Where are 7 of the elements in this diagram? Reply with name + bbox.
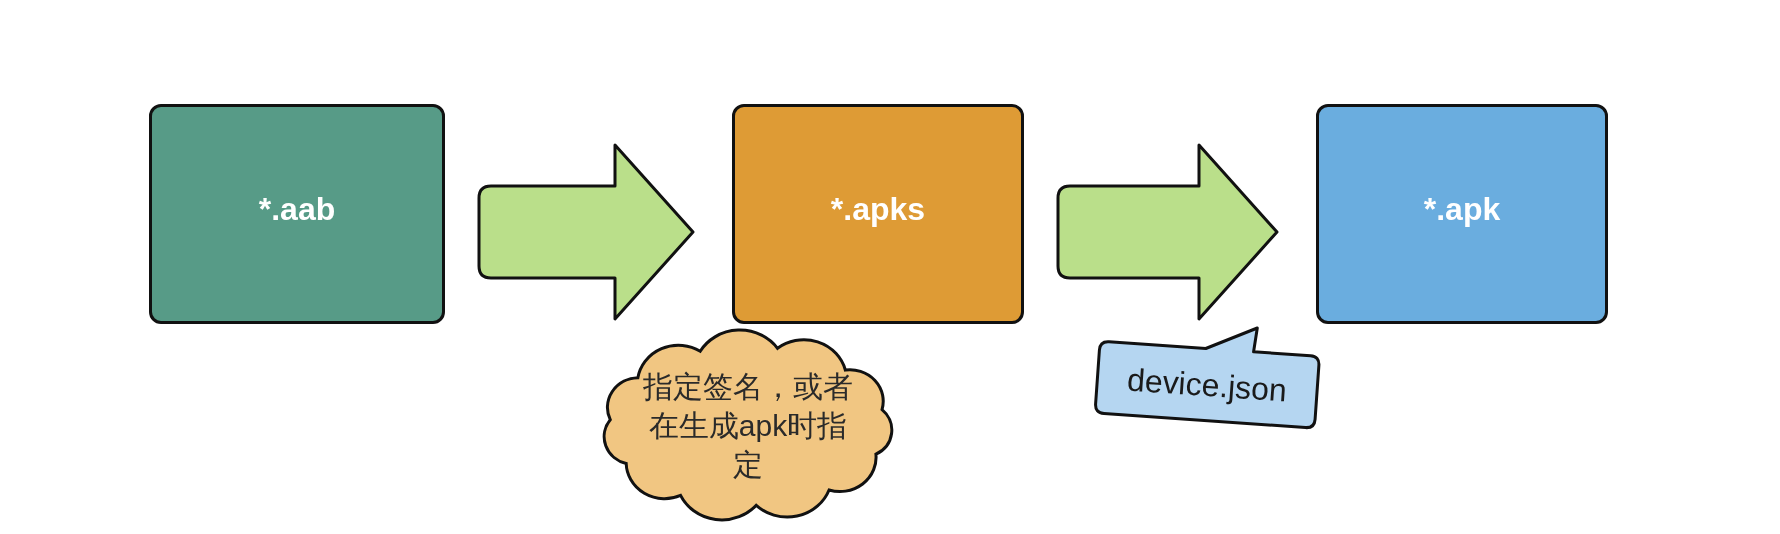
block-arrow [477,143,695,321]
file-box: *.aab [149,104,445,324]
speech-bubble: device.json [1091,324,1323,432]
block-arrow [1056,143,1279,321]
cloud-callout: 指定签名，或者在生成apk时指定 [602,328,894,522]
file-box: *.apk [1316,104,1608,324]
file-box: *.apks [732,104,1024,324]
